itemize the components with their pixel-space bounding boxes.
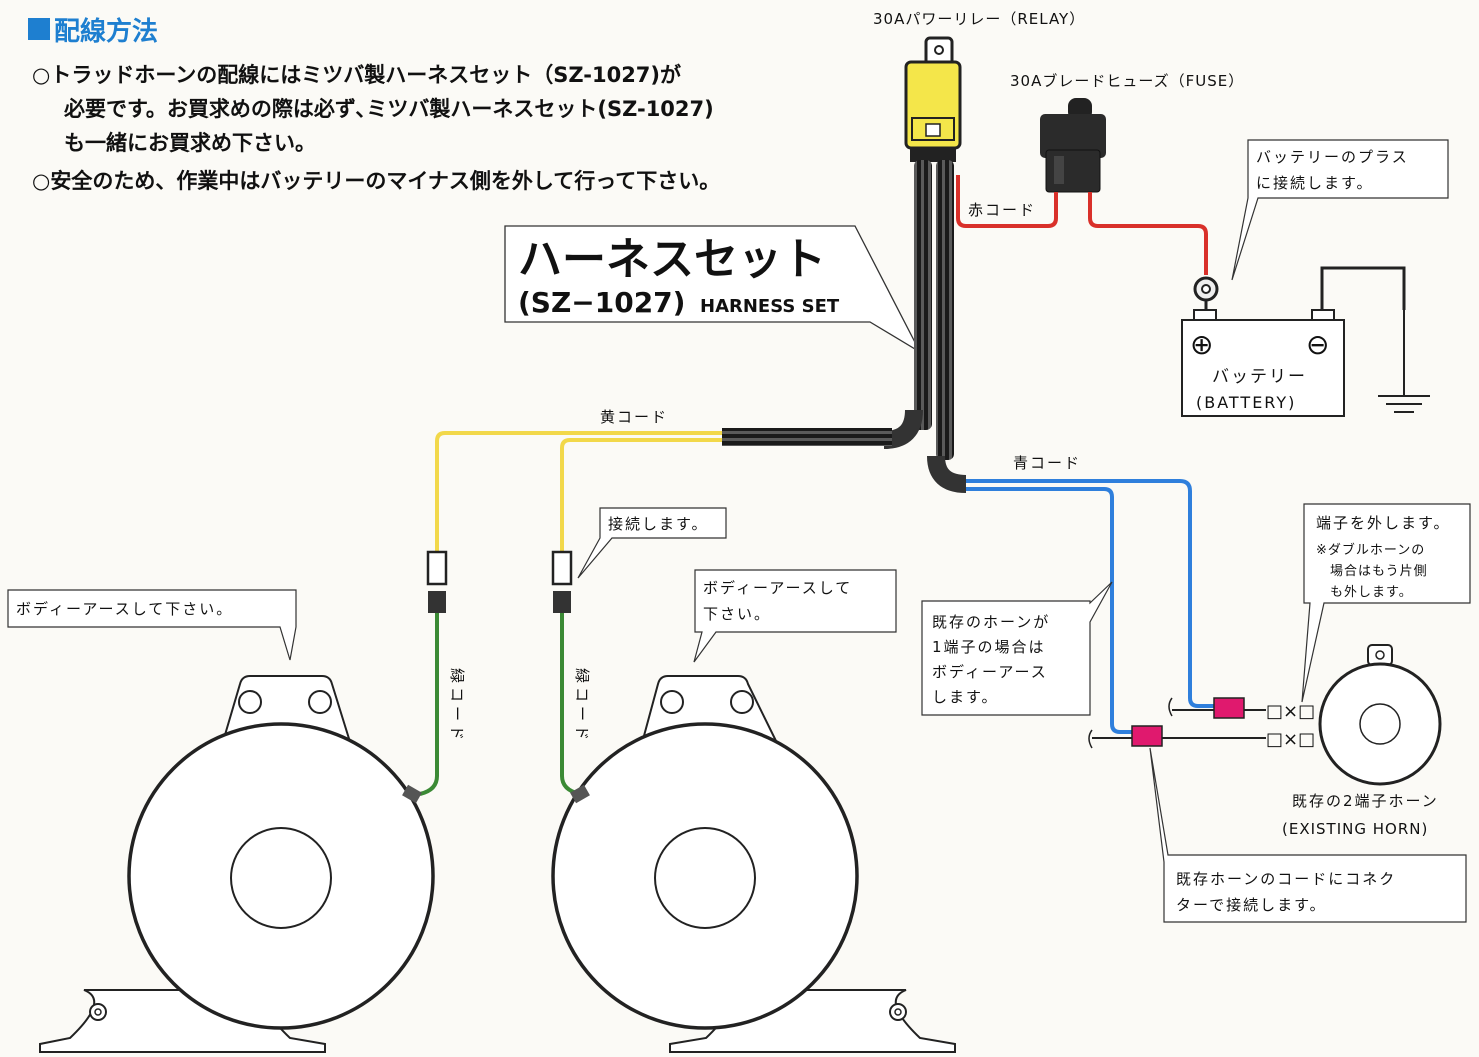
section-title: 配線方法 — [54, 16, 158, 47]
note-line-2: 必要です。お買求めの際は必ず､ミツバ製ハーネスセット(SZ-1027) — [64, 97, 714, 121]
blue-wire-lower — [966, 487, 1132, 734]
svg-text:ターで接続します。: ターで接続します。 — [1176, 896, 1327, 914]
harness-label-callout: ハーネスセット (SZ−1027) HARNESS SET — [504, 225, 922, 354]
svg-text:※ダブルホーンの: ※ダブルホーンの — [1316, 542, 1425, 558]
existing-horn-wiring: □×□ □×□ — [1088, 697, 1315, 750]
callout-existing-one-terminal: 既存のホーンが 1端子の場合は ボディーアース します。 — [921, 581, 1113, 716]
instruction-notes: ○トラッドホーンの配線にはミツバ製ハーネスセット（SZ-1027)が 必要です。… — [32, 63, 720, 193]
svg-text:接続します。: 接続します。 — [608, 515, 709, 533]
green-wire-label-right: 緑コード — [573, 668, 591, 744]
svg-text:緑コード: 緑コード — [573, 668, 591, 744]
svg-text:1端子の場合は: 1端子の場合は — [932, 638, 1046, 656]
svg-text:も外します。: も外します。 — [1330, 585, 1413, 600]
existing-horn-label-en: (EXISTING HORN) — [1282, 820, 1428, 838]
battery-body — [1181, 319, 1345, 417]
existing-horn — [1318, 644, 1442, 786]
callout-battery-plus: バッテリーのプラス に接続します。 — [1231, 139, 1449, 281]
svg-text:端子を外します。: 端子を外します。 — [1316, 514, 1451, 532]
red-wire-label: 赤コード — [968, 201, 1036, 219]
section-header: 配線方法 — [28, 16, 158, 47]
yellow-wire-right — [560, 438, 722, 552]
relay — [904, 36, 962, 162]
blue-wire-upper — [966, 479, 1214, 708]
harness-model: (SZ−1027) — [518, 286, 685, 319]
harness-callout-box — [504, 225, 922, 354]
yellow-wire-left — [435, 431, 722, 552]
note-line-4: ○安全のため、作業中はバッテリーのマイナス側を外して行って下さい。 — [32, 169, 720, 193]
callout-connector-note: 既存ホーンのコードにコネク ターで接続します。 — [1149, 747, 1467, 923]
green-wire-left — [419, 613, 439, 796]
trad-horn-left — [39, 675, 435, 1053]
connector-right — [551, 550, 573, 613]
svg-text:ボディーアースして: ボディーアースして — [703, 579, 852, 597]
green-wire-label-left: 緑コード — [448, 668, 466, 744]
svg-text:ボディーアースして下さい。: ボディーアースして下さい。 — [16, 600, 233, 618]
battery-label-jp: バッテリー — [1212, 367, 1307, 387]
battery: ⊕ ⊖ バッテリー (BATTERY) — [1181, 266, 1430, 417]
fuse-label: 30Aブレードヒューズ（FUSE） — [1010, 72, 1244, 90]
callout-body-earth-left: ボディーアースして下さい。 — [7, 589, 297, 661]
relay-label: 30Aパワーリレー（RELAY） — [873, 10, 1085, 28]
harness-title: ハーネスセット — [518, 234, 826, 285]
svg-text:に接続します。: に接続します。 — [1256, 174, 1374, 192]
svg-text:場合はもう片側: 場合はもう片側 — [1330, 564, 1428, 579]
terminal-mark-upper: □×□ — [1266, 701, 1315, 722]
note-line-1: ○トラッドホーンの配線にはミツバ製ハーネスセット（SZ-1027)が — [32, 63, 681, 87]
svg-text:ボディーアース: ボディーアース — [932, 663, 1048, 681]
yellow-wire-label: 黄コード — [600, 408, 668, 426]
note-line-3: も一緒にお買求め下さい。 — [64, 131, 316, 155]
harness-tube — [722, 160, 967, 493]
battery-label-en: (BATTERY) — [1196, 393, 1296, 412]
red-wire-to-battery — [1088, 192, 1208, 275]
existing-horn-label-jp: 既存の2端子ホーン — [1292, 792, 1439, 810]
battery-minus-icon: ⊖ — [1306, 328, 1329, 361]
svg-text:下さい。: 下さい。 — [703, 605, 771, 623]
battery-plus-icon: ⊕ — [1190, 328, 1213, 361]
fuse — [1040, 98, 1106, 193]
terminal-mark-lower: □×□ — [1266, 729, 1315, 750]
connector-pink-lower — [1131, 725, 1163, 747]
svg-text:緑コード: 緑コード — [448, 668, 466, 744]
svg-text:します。: します。 — [932, 688, 999, 706]
connector-left — [426, 550, 448, 613]
svg-text:バッテリーのプラス: バッテリーのプラス — [1256, 148, 1409, 166]
section-title-square — [28, 18, 50, 40]
harness-english: HARNESS SET — [700, 296, 840, 317]
svg-text:既存のホーンが: 既存のホーンが — [932, 613, 1050, 631]
svg-text:既存ホーンのコードにコネク: 既存ホーンのコードにコネク — [1176, 870, 1396, 888]
trad-horn-right — [551, 675, 956, 1053]
blue-wire-label: 青コード — [1013, 454, 1081, 472]
fuse-body — [1040, 114, 1106, 158]
connector-pink-upper — [1213, 697, 1245, 719]
red-wire — [956, 175, 1058, 228]
callout-remove-terminal: 端子を外します。 ※ダブルホーンの 場合はもう片側 も外します。 — [1301, 503, 1471, 703]
callout-body-earth-right: ボディーアースして 下さい。 — [693, 569, 897, 663]
callout-connect: 接続します。 — [577, 507, 727, 579]
